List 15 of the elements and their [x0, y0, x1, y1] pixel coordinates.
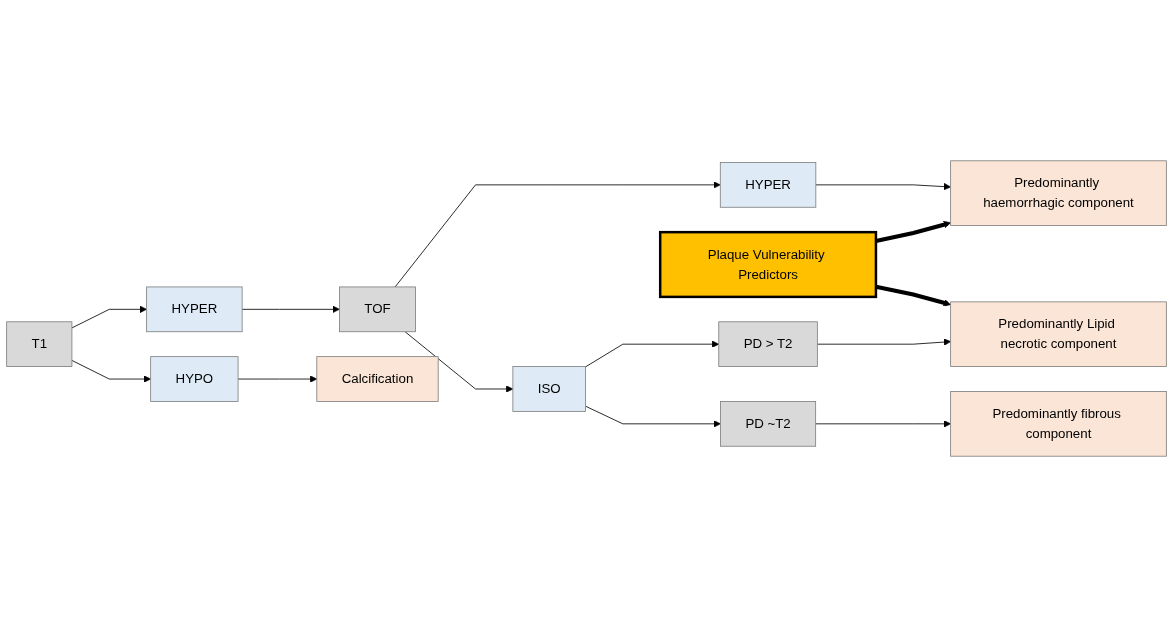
node-box: HYPO — [150, 356, 239, 402]
node-box: T1 — [6, 321, 73, 367]
node-box: Plaque Vulnerability Predictors — [658, 230, 878, 299]
node-box: Calcification — [316, 356, 439, 402]
arrow — [875, 220, 951, 244]
node-box: HYPER — [719, 162, 817, 208]
arrow — [875, 284, 951, 307]
node-box: Predominantly fibrous component — [950, 391, 1167, 457]
node-box: Predominantly haemorrhagic component — [950, 160, 1167, 226]
node-box: PD ~T2 — [720, 401, 817, 447]
node-box: Predominantly Lipid necrotic component — [950, 301, 1167, 367]
node-box: PD > T2 — [718, 321, 818, 367]
node-box: TOF — [339, 286, 416, 333]
node-box: ISO — [512, 366, 586, 412]
node-box: HYPER — [146, 286, 243, 333]
